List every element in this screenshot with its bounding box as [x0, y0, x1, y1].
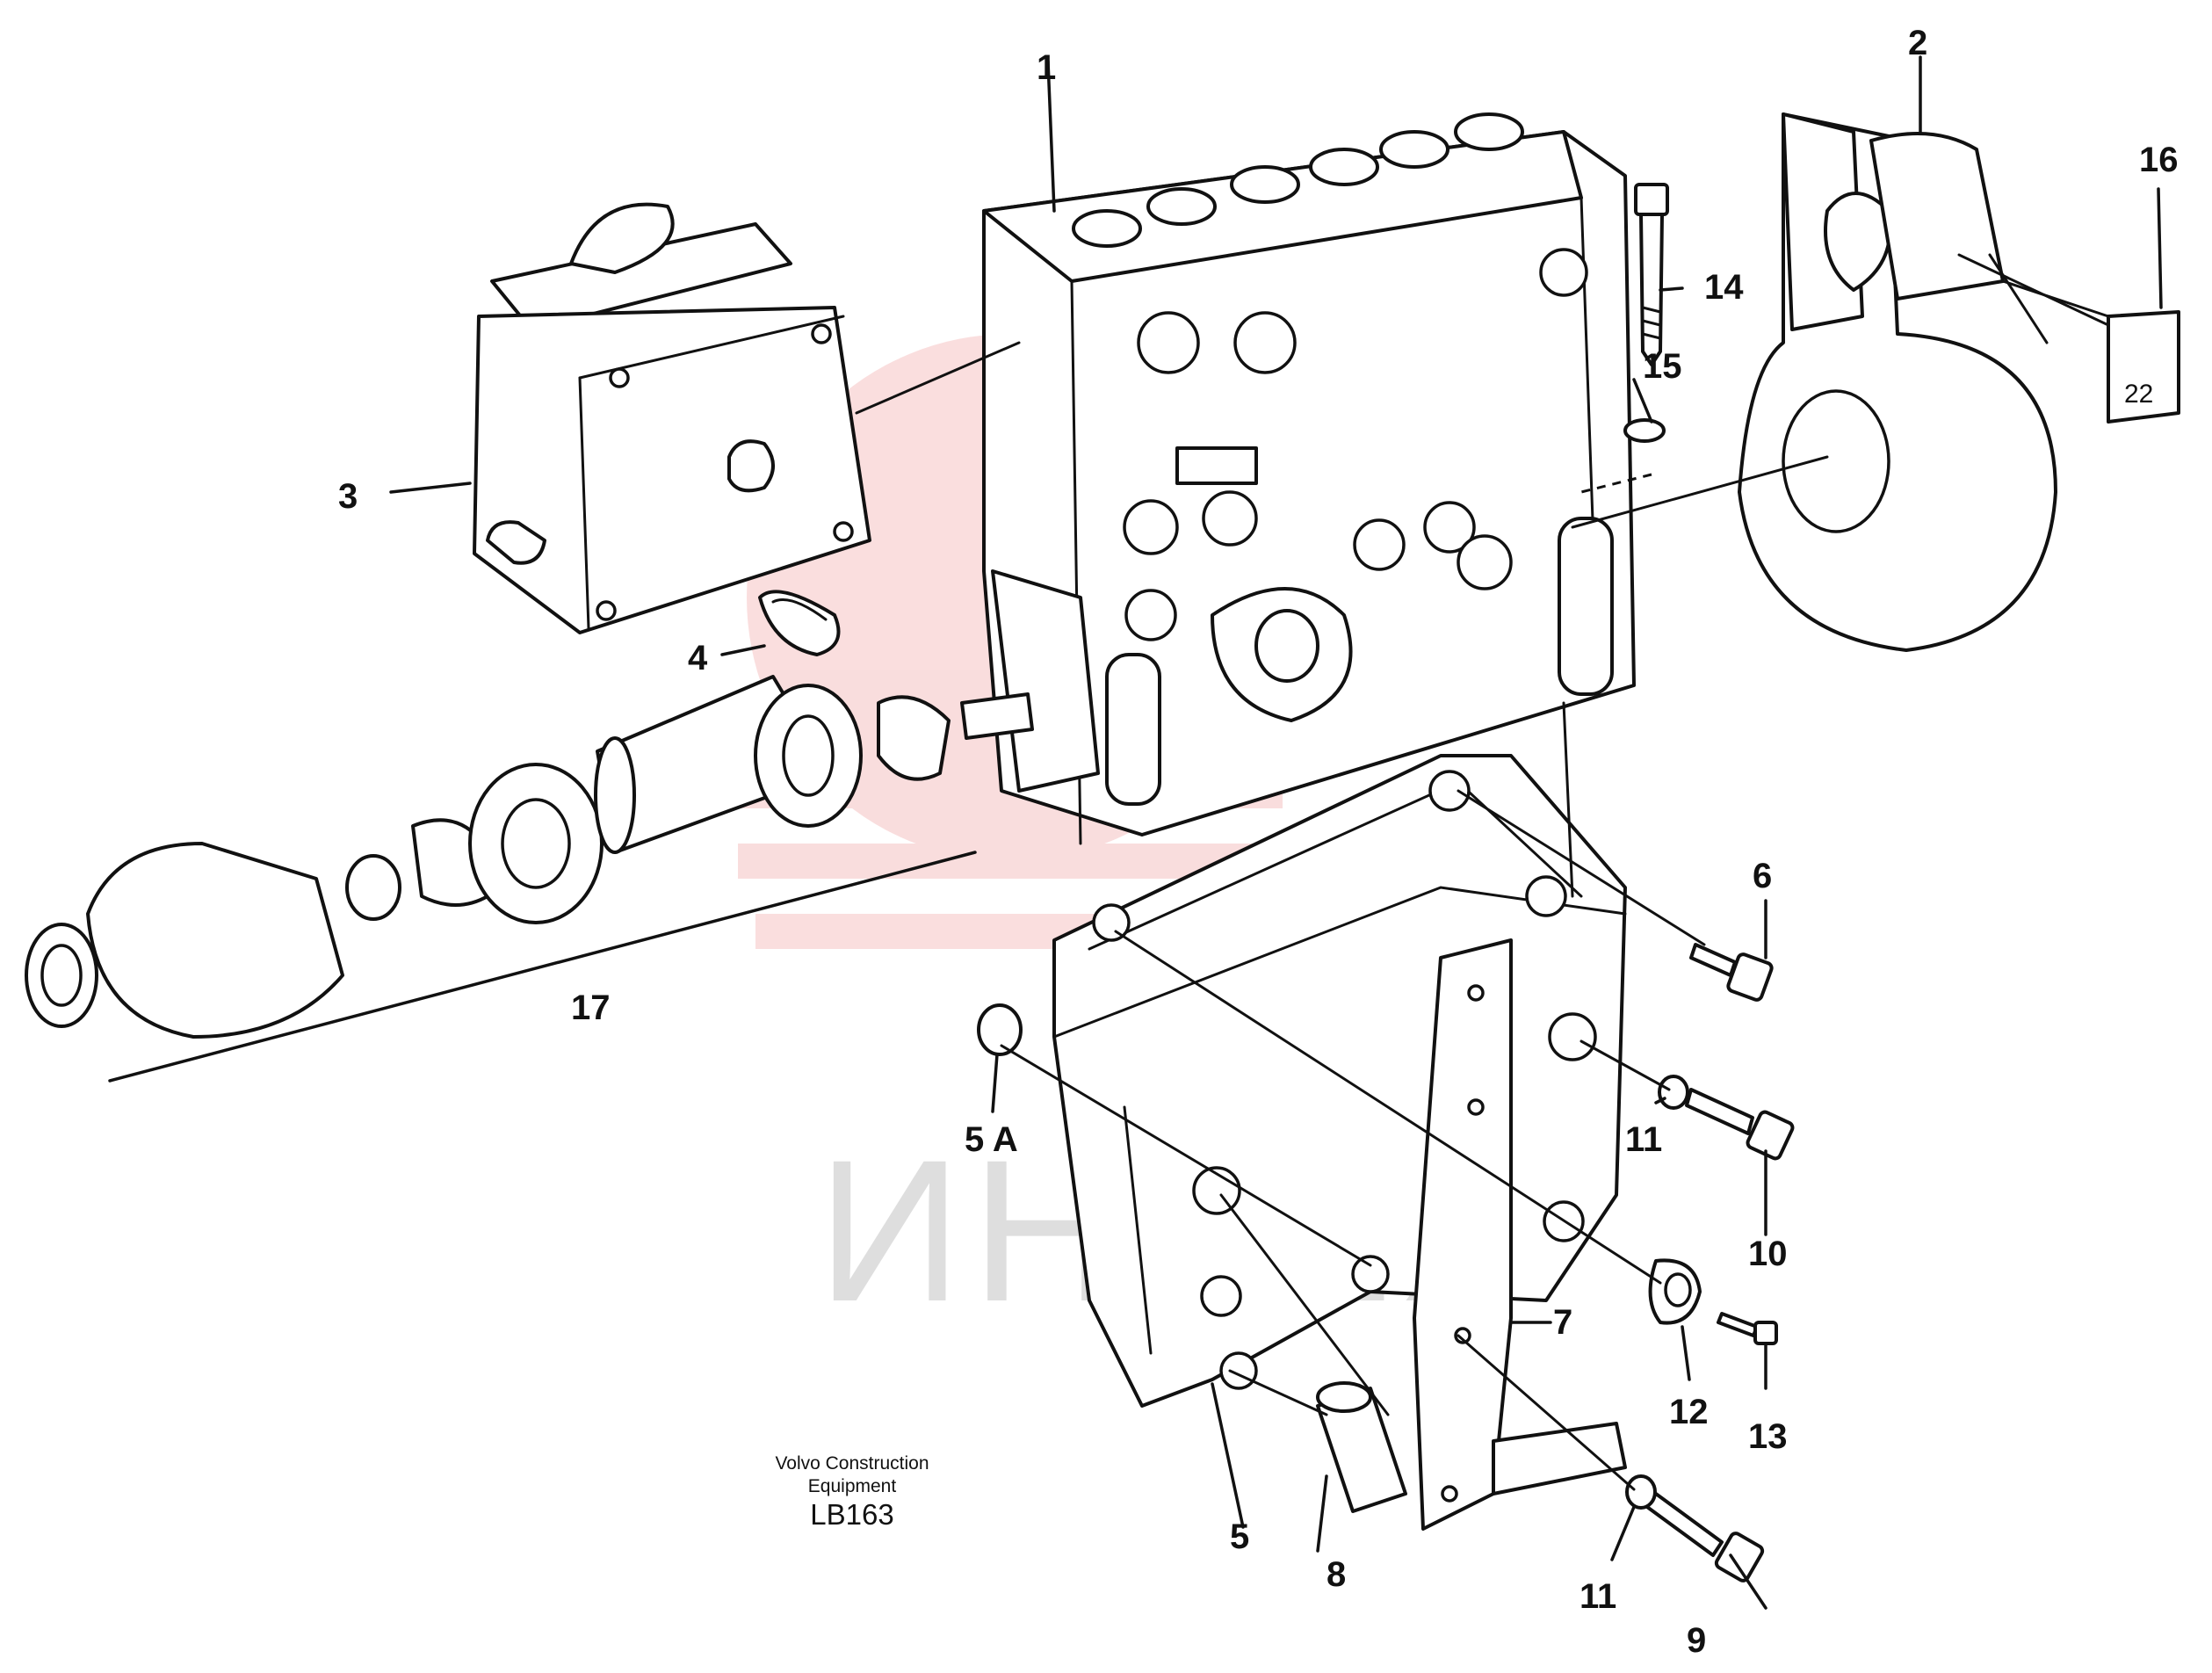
part-1-nameplate: [1175, 446, 1258, 485]
part-13-screw: [1717, 1312, 1778, 1345]
callout-labels: 1 2 3 4 5 5 A 6 7 8 9 10 11 11 12 13 14 …: [338, 24, 2179, 1660]
part-5-holes: [1092, 770, 1597, 1390]
assembly-lines: [855, 253, 2110, 1491]
callout-17: 17: [571, 989, 611, 1027]
part-17-coupling-hub: [86, 842, 344, 1039]
callout-12: 12: [1669, 1393, 1709, 1431]
callout-6: 6: [1753, 857, 1772, 895]
part-17-flange: [877, 695, 951, 781]
part-1-outlet-valves: [1072, 112, 1524, 248]
callout-5a: 5 A: [965, 1120, 1018, 1159]
callout-2: 2: [1908, 24, 1927, 62]
part-1-drive-shaft-stub: [960, 692, 1034, 740]
part-12-clamp: [1648, 1258, 1702, 1325]
part-1-mount-boss: [1558, 517, 1614, 696]
part-15-washer: [1623, 418, 1666, 443]
footer-drawing-code: LB163: [810, 1498, 893, 1531]
callout-11-lower: 11: [1579, 1577, 1616, 1616]
part-3-cover-housing: [473, 202, 871, 634]
callout-7: 7: [1553, 1303, 1572, 1342]
part-10-bolt: [1685, 1088, 1795, 1161]
part-17-bracket-line: [108, 851, 977, 1083]
callout-1: 1: [1037, 48, 1056, 87]
callout-16: 16: [2139, 141, 2179, 179]
part-17-coupling-kit: [25, 675, 977, 1083]
callout-9: 9: [1687, 1621, 1706, 1660]
part-11-washer-upper: [1658, 1075, 1689, 1110]
callout-15: 15: [1643, 347, 1682, 386]
footer-company-line1: Volvo Construction: [775, 1453, 929, 1474]
callout-11-upper: 11: [1625, 1120, 1662, 1159]
part-1-ports: [1123, 248, 1588, 641]
callout-14: 14: [1704, 268, 1744, 307]
leader-lines: [389, 55, 2163, 1610]
part-4-seal: [758, 590, 841, 656]
part-7-strap: [1413, 938, 1627, 1531]
part-17-bushing: [345, 854, 401, 921]
footer-company-line2: Equipment: [808, 1476, 897, 1496]
callout-4: 4: [688, 639, 708, 677]
callout-13: 13: [1748, 1417, 1788, 1456]
part-8-spacer: [1316, 1381, 1407, 1513]
part-2-governor-housing: [1738, 112, 2110, 652]
part-5a-sleeve: [977, 1003, 1023, 1056]
plate-16-label: 22: [2124, 380, 2153, 409]
part-14-bolt: [1634, 183, 1669, 366]
callout-5: 5: [1230, 1517, 1249, 1556]
callout-10: 10: [1748, 1235, 1788, 1273]
callout-3: 3: [338, 477, 358, 516]
part-9-bolt: [1645, 1492, 1765, 1582]
callout-8: 8: [1326, 1555, 1346, 1594]
part-6-bolt: [1689, 943, 1774, 1002]
part-11-washer-lower: [1625, 1474, 1657, 1510]
part-16-plate: 22: [2107, 310, 2180, 424]
footer: Volvo Construction Equipment LB163: [775, 1453, 929, 1531]
part-1-pump-body: [960, 112, 1636, 845]
